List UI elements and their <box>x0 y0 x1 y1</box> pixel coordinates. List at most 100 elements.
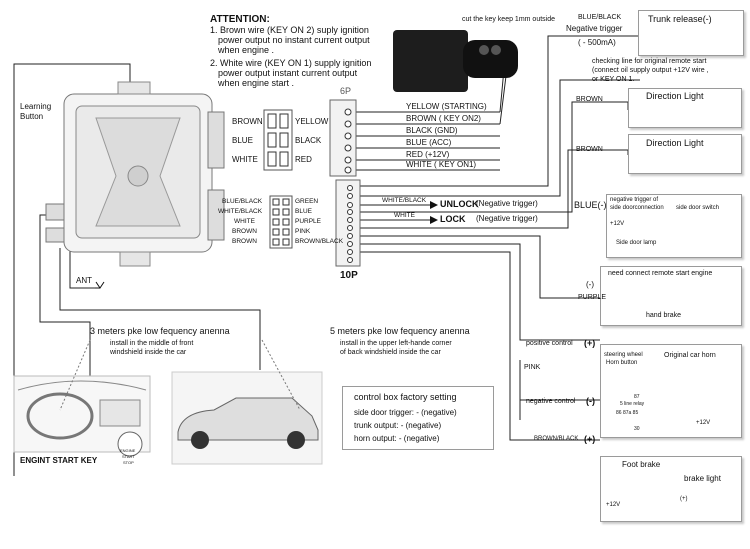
lock-wire: WHITE <box>394 212 415 219</box>
antenna5-line2: of back windshield inside the car <box>340 349 441 356</box>
remote-note-2: (connect oil supply output +12V wire , <box>592 67 709 74</box>
direction-light-box-2 <box>628 134 742 174</box>
direction1-title: Direction Light <box>646 91 704 101</box>
wire-yellow: YELLOW (STARTING) <box>406 102 487 111</box>
attention-note1-line2: power output no instant current output <box>218 35 370 45</box>
brake-light-box <box>600 456 742 522</box>
connector-10p-label: 10P <box>340 270 358 281</box>
brake-light-title: brake light <box>684 474 721 483</box>
engine-minus: (-) <box>586 280 594 289</box>
unlock-note: (Negative trigger) <box>476 199 538 208</box>
dashboard-illustration <box>13 375 151 457</box>
horn-positive-sign: (+) <box>584 338 596 348</box>
antenna3-title: 3 meters pke low fequency anenna <box>90 326 230 336</box>
start-button-2: START <box>122 454 135 459</box>
horn-wheel1: steering wheel <box>604 352 643 358</box>
start-button-1: ENGINE <box>120 448 136 453</box>
10p-left-1: BLUE/BLACK <box>222 198 263 205</box>
learning-button-label-2: Button <box>20 112 44 121</box>
trunk-release-box <box>638 10 744 56</box>
10p-right-5: BROWN/BLACK <box>295 238 344 245</box>
lock-arrows <box>430 201 438 224</box>
antenna3-line2: windshield inside the car <box>110 349 187 356</box>
start-key-label: ENGINT START KEY <box>20 456 98 465</box>
connector-10p <box>269 179 361 267</box>
attention-note1-line3: when engine . <box>218 45 275 55</box>
attention-note2-line2: power output instant current output <box>218 68 358 78</box>
wire-red: RED (+12V) <box>406 150 450 159</box>
6p-left-blue: BLUE <box>232 136 253 145</box>
horn-car-horn: Original car horn <box>664 352 716 359</box>
foot-brake: Foot brake <box>622 460 661 469</box>
lock-label: LOCK <box>440 214 466 224</box>
engine-wire: PURPLE <box>578 294 607 301</box>
horn-box <box>600 344 742 438</box>
relay-pins: 86 87a 85 <box>616 410 639 416</box>
relay-pin-30: 30 <box>634 426 640 432</box>
10p-right-1: GREEN <box>295 198 319 205</box>
6p-left-white: WHITE <box>232 155 258 164</box>
trunk-wire: BLUE/BLACK <box>578 14 622 21</box>
connector-6p <box>263 99 357 177</box>
direction1-wire: BROWN <box>576 96 603 103</box>
remote-note-1: checking line for original remote start <box>592 58 707 65</box>
side-door-box <box>606 194 742 258</box>
brakelight-wire: BROWN/BLACK <box>534 436 579 442</box>
relay-pin-87: 87 <box>634 394 640 400</box>
brakelight-sign: (+) <box>584 434 596 444</box>
10p-left-4: BROWN <box>232 228 257 235</box>
key-fob-icon <box>393 30 518 92</box>
factory-title: control box factory setting <box>354 392 457 402</box>
trunk-title: Trunk release(-) <box>648 14 712 24</box>
factory-line2: trunk output: - (negative) <box>354 421 442 430</box>
brake-light-plus: (+) <box>680 496 688 502</box>
trunk-note1: Negative trigger <box>566 24 623 33</box>
learning-button-label-1: Learning <box>20 102 52 111</box>
engine-brake: hand brake <box>646 312 682 319</box>
door-wire: BLUE(-) <box>574 200 607 210</box>
door-title2: side doorconnection <box>610 205 664 211</box>
attention-note2-line3: when engine start . <box>218 78 295 88</box>
10p-right-3: PURPLE <box>295 218 322 225</box>
direction-light-box-1 <box>628 88 742 128</box>
antenna5-line1: install in the upper left-hande corner <box>340 340 452 347</box>
factory-line3: horn output: - (negative) <box>354 434 440 443</box>
horn-positive: positive control <box>526 340 573 347</box>
horn-negative-sign: (-) <box>586 396 595 406</box>
factory-setting-box <box>342 386 494 450</box>
engine-start-box <box>600 266 742 326</box>
door-lamp: Side door lamp <box>616 240 657 246</box>
6p-right-yellow: YELLOW <box>295 117 329 126</box>
unlock-label: UNLOCK <box>440 199 479 209</box>
wire-blue: BLUE (ACC) <box>406 138 452 147</box>
attention-note1-line1: 1. Brown wire (KEY ON 2) suply ignition <box>210 25 369 35</box>
lock-note: (Negative trigger) <box>476 214 538 223</box>
trunk-note2: ( - 500mA) <box>578 38 616 47</box>
antenna5-title: 5 meters pke low fequency anenna <box>330 326 470 336</box>
engine-title: need connect remote start engine <box>608 270 713 277</box>
wire-black: BLACK (GND) <box>406 126 458 135</box>
6p-right-red: RED <box>295 155 312 164</box>
attention-title: ATTENTION: <box>210 14 270 25</box>
relay-label: 5 line relay <box>620 401 645 407</box>
antenna-icon <box>95 281 105 289</box>
direction2-wire: BROWN <box>576 146 603 153</box>
control-box <box>45 81 225 267</box>
10p-left-3: WHITE <box>234 218 255 225</box>
door-title1: negative trigger of <box>610 197 659 203</box>
door-title3: side door switch <box>676 205 720 211</box>
wire-brown: BROWN ( KEY ON2) <box>406 114 481 123</box>
door-v12: +12V <box>610 221 625 227</box>
horn-v12: +12V <box>696 420 711 426</box>
horn-wheel2: Horn button <box>606 360 638 366</box>
10p-left-2: WHITE/BLACK <box>218 208 263 215</box>
antenna3-line1: install in the middle of front <box>110 340 194 347</box>
6p-left-brown: BROWN <box>232 117 263 126</box>
10p-left-5: BROWN <box>232 238 257 245</box>
wire-white: WHITE ( KEY ON1) <box>406 160 477 169</box>
start-button-3: STOP <box>123 460 134 465</box>
brake-light-v12: +12V <box>606 502 621 508</box>
attention-note2-line1: 2. White wire (KEY ON 1) supply ignition <box>210 58 372 68</box>
callout-lines <box>59 339 301 411</box>
horn-pink: PINK <box>524 364 541 371</box>
